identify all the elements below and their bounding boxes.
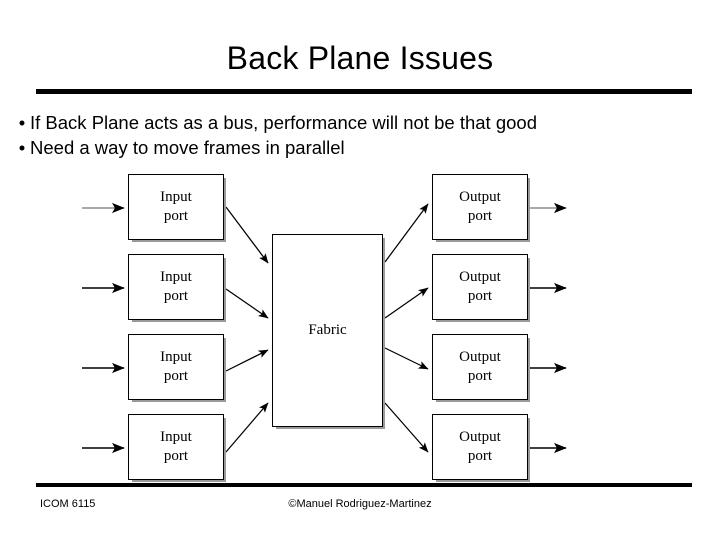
output-port-label-line2: port <box>467 208 493 224</box>
input-port-label-line1: Input <box>160 269 192 285</box>
footer-copyright: ©Manuel Rodriguez-Martinez <box>288 498 432 510</box>
input-port-label-line1: Input <box>160 189 192 205</box>
footer-divider <box>36 483 692 487</box>
input-port-label-line1: Input <box>160 429 192 445</box>
bullet-text: Need a way to move frames in parallel <box>30 137 345 158</box>
fabric-box[interactable]: Fabric <box>272 234 383 427</box>
input-port-label-line2: port <box>163 208 189 224</box>
fabric-label: Fabric <box>308 322 347 338</box>
input-port-box-3[interactable]: Input port <box>128 334 224 400</box>
output-port-label-line1: Output <box>459 429 501 445</box>
title-divider <box>36 89 692 94</box>
bullet-list: •If Back Plane acts as a bus, performanc… <box>14 110 714 160</box>
bullet-text: If Back Plane acts as a bus, performance… <box>30 112 537 133</box>
bullet-marker-icon: • <box>18 137 26 158</box>
bullet-marker-icon: • <box>18 112 26 133</box>
list-item: •Need a way to move frames in parallel <box>14 135 714 160</box>
input-port-box-1[interactable]: Input port <box>128 174 224 240</box>
input-port-label-line2: port <box>163 448 189 464</box>
input-port-label-line1: Input <box>160 349 192 365</box>
input-port-label-line2: port <box>163 288 189 304</box>
output-port-label-line1: Output <box>459 269 501 285</box>
output-port-label-line2: port <box>467 368 493 384</box>
page-title: Back Plane Issues <box>226 40 494 76</box>
output-port-box-2[interactable]: Output port <box>432 254 528 320</box>
output-port-box-4[interactable]: Output port <box>432 414 528 480</box>
output-port-label-line1: Output <box>459 349 501 365</box>
footer-course-code: ICOM 6115 <box>40 498 96 510</box>
input-port-label-line2: port <box>163 368 189 384</box>
output-port-box-1[interactable]: Output port <box>432 174 528 240</box>
input-port-box-2[interactable]: Input port <box>128 254 224 320</box>
output-port-box-3[interactable]: Output port <box>432 334 528 400</box>
output-port-label-line2: port <box>467 448 493 464</box>
output-port-label-line1: Output <box>459 189 501 205</box>
list-item: •If Back Plane acts as a bus, performanc… <box>14 110 714 135</box>
input-port-box-4[interactable]: Input port <box>128 414 224 480</box>
output-port-label-line2: port <box>467 288 493 304</box>
